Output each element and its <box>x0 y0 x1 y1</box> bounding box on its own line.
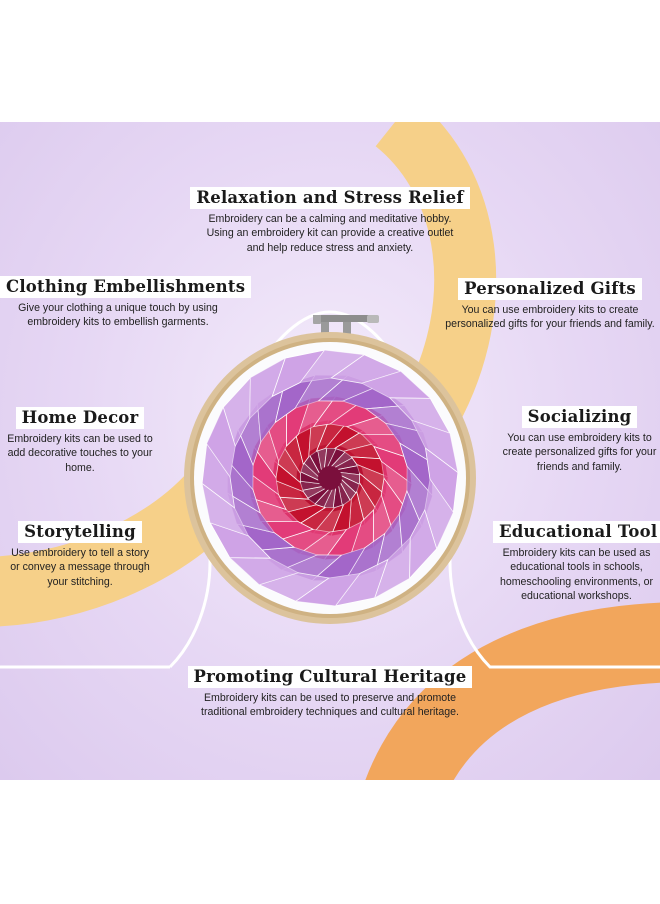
feature-title: Relaxation and Stress Relief <box>190 187 470 209</box>
mandala-embroidery <box>201 349 459 607</box>
feature-title: Clothing Embellishments <box>0 276 252 298</box>
feature-description: You can use embroidery kits to create pe… <box>502 432 657 473</box>
feature-relaxation: Relaxation and Stress Relief Embroidery … <box>150 187 510 255</box>
embroidery-petal <box>409 508 438 580</box>
yellow-arc-right <box>374 122 497 427</box>
feature-educational: Educational Tool Embroidery kits can be … <box>493 521 660 604</box>
embroidery-center <box>318 466 342 490</box>
feature-title: Personalized Gifts <box>458 278 642 300</box>
orange-arc-bottom <box>365 602 660 780</box>
feature-description: Give your clothing a unique touch by usi… <box>18 302 218 329</box>
infographic-panel: Relaxation and Stress Relief Embroidery … <box>0 122 660 780</box>
feature-title: Promoting Cultural Heritage <box>187 666 473 688</box>
feature-title: Home Decor <box>15 407 145 429</box>
hoop-screw <box>313 315 379 336</box>
feature-storytelling: Storytelling Use embroidery to tell a st… <box>0 521 160 589</box>
feature-description: Use embroidery to tell a story or convey… <box>10 547 150 588</box>
feature-title: Socializing <box>521 406 638 428</box>
feature-socializing: Socializing You can use embroidery kits … <box>497 406 660 474</box>
feature-clothing: Clothing Embellishments Give your clothi… <box>0 276 252 330</box>
feature-cultural: Promoting Cultural Heritage Embroidery k… <box>180 666 480 720</box>
feature-gifts: Personalized Gifts You can use embroider… <box>430 278 660 332</box>
feature-description: Embroidery kits can be used as education… <box>499 547 654 603</box>
feature-description: Embroidery kits can be used to add decor… <box>7 433 153 474</box>
feature-description: Embroidery can be a calming and meditati… <box>206 213 454 254</box>
white-outline <box>0 310 660 669</box>
feature-title: Educational Tool <box>493 521 660 543</box>
feature-title: Storytelling <box>18 521 142 543</box>
feature-description: Embroidery kits can be used to preserve … <box>201 692 459 719</box>
feature-home-decor: Home Decor Embroidery kits can be used t… <box>0 407 160 475</box>
feature-description: You can use embroidery kits to create pe… <box>445 304 655 331</box>
embroidery-hoop <box>184 315 476 624</box>
